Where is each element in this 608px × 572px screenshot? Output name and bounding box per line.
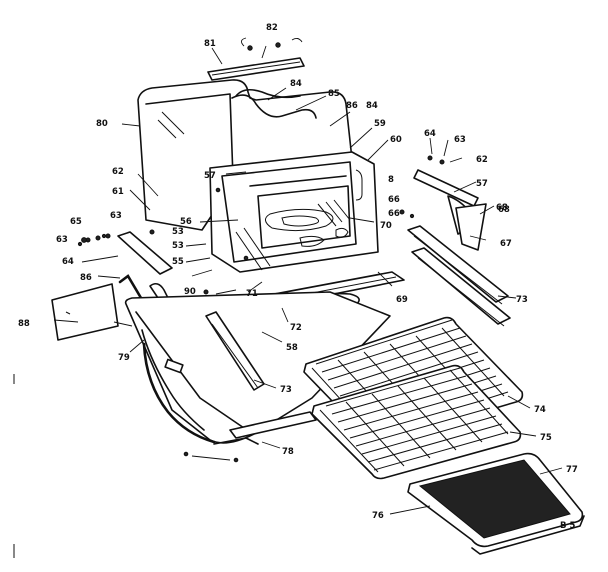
part-label: 80 — [96, 119, 108, 129]
part-label: 68 — [498, 205, 510, 215]
top-trim-strip — [207, 37, 305, 81]
part-label: 58 — [286, 343, 298, 353]
part-label: 82 — [266, 23, 278, 33]
part-label: 81 — [204, 39, 216, 49]
part-label: 88 — [18, 319, 30, 329]
part-label: 60 — [390, 135, 402, 145]
part-label: 77 — [566, 465, 578, 475]
part-label: 59 — [374, 119, 386, 129]
part-label: 74 — [534, 405, 546, 415]
leader-lines — [53, 45, 563, 515]
broiler-pan — [407, 452, 585, 555]
part-label: 76 — [372, 511, 384, 521]
oven-door — [124, 291, 391, 445]
part-label: 90 — [184, 287, 196, 297]
part-label: 84 — [366, 101, 378, 111]
part-label: 73 — [516, 295, 528, 305]
part-label: 68 — [496, 203, 508, 213]
part-label: 57 — [476, 179, 488, 189]
part-label: 65 — [70, 217, 82, 227]
part-label: 78 — [282, 447, 294, 457]
part-label: 62 — [112, 167, 124, 177]
part-label: 66 — [388, 195, 400, 205]
part-label: 63 — [110, 211, 122, 221]
oven-rack-lower — [311, 364, 522, 480]
part-label: 57 — [204, 171, 216, 181]
part-label: 64 — [424, 129, 436, 139]
part-label: 71 — [246, 289, 258, 299]
part-labels: 81 82 80 84 85 86 84 57 59 60 64 63 62 6… — [18, 23, 578, 531]
part-label: 84 — [290, 79, 302, 89]
part-label: 70 — [380, 221, 392, 231]
part-label: 64 — [62, 257, 74, 267]
part-label: 75 — [540, 433, 552, 443]
part-label: 56 — [180, 217, 192, 227]
part-label: 53 — [172, 227, 184, 237]
part-label: 69 — [396, 295, 408, 305]
part-label: 73 — [280, 385, 292, 395]
part-label: 55 — [172, 257, 184, 267]
part-label: 8 — [388, 175, 394, 185]
part-label: 63 — [454, 135, 466, 145]
part-label: 86 — [346, 101, 358, 111]
part-label: 53 — [172, 241, 184, 251]
part-label: 86 — [80, 273, 92, 283]
part-label: 62 — [476, 155, 488, 165]
part-label: 79 — [118, 353, 130, 363]
part-label: 72 — [290, 323, 302, 333]
corner-code: B 5 — [560, 521, 575, 531]
part-label: 63 — [56, 235, 68, 245]
right-rack-supports — [399, 155, 511, 327]
part-label: 66 — [388, 209, 400, 219]
part-label: 85 — [328, 89, 340, 99]
part-label: 67 — [500, 239, 512, 249]
part-label: 61 — [112, 187, 124, 197]
left-hardware — [81, 233, 239, 463]
oven-liner — [209, 151, 379, 273]
